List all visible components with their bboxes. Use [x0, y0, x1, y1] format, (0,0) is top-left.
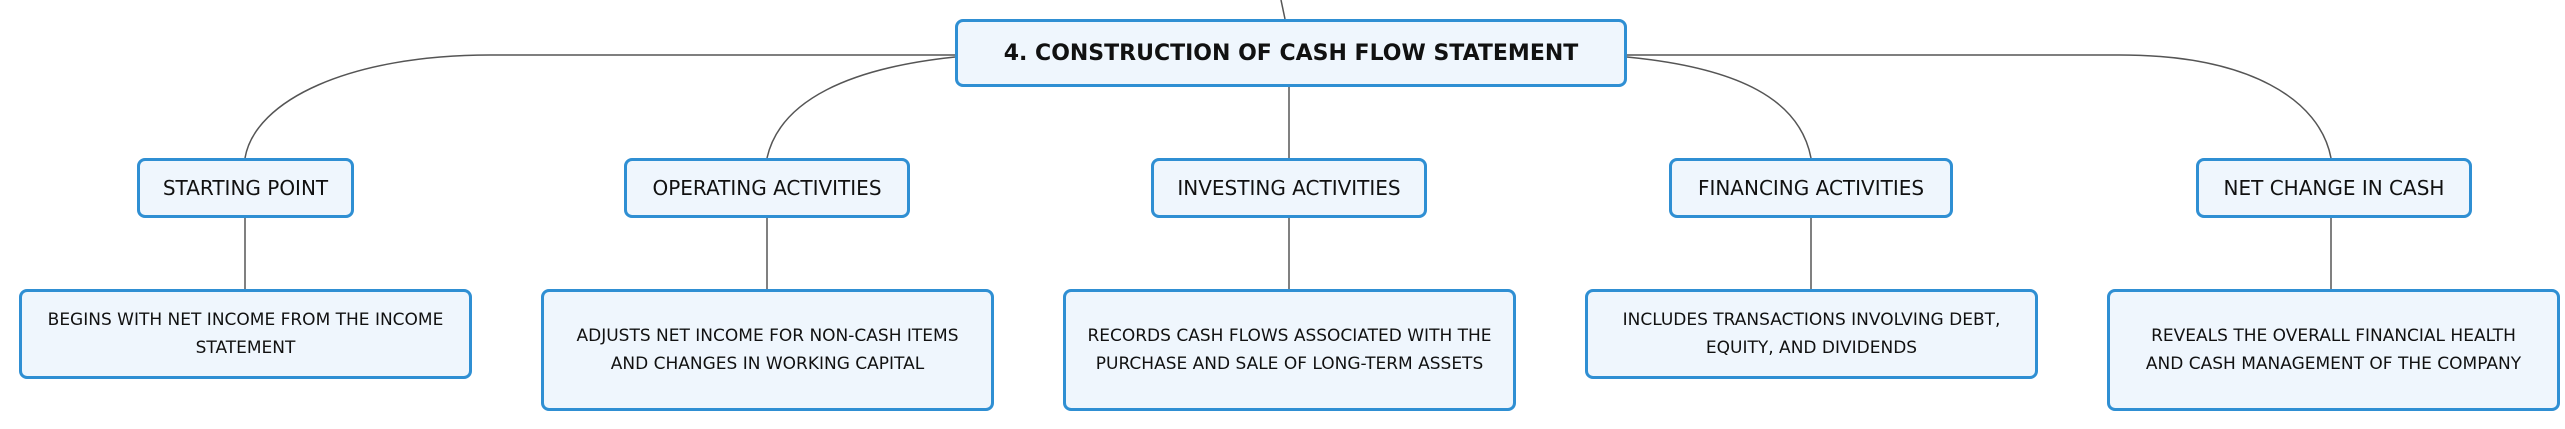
node-net-change-in-cash[interactable]: NET CHANGE IN CASH: [2196, 158, 2472, 218]
desc-starting-point[interactable]: BEGINS WITH NET INCOME FROM THE INCOME S…: [19, 289, 472, 379]
node-operating-activities[interactable]: OPERATING ACTIVITIES: [624, 158, 910, 218]
desc-text: ADJUSTS NET INCOME FOR NON-CASH ITEMS AN…: [576, 326, 959, 374]
node-label: NET CHANGE IN CASH: [2223, 176, 2445, 200]
root-label: 4. CONSTRUCTION OF CASH FLOW STATEMENT: [1003, 40, 1579, 66]
node-label: INVESTING ACTIVITIES: [1177, 176, 1401, 200]
desc-net-change-in-cash[interactable]: REVEALS THE OVERALL FINANCIAL HEALTH AND…: [2107, 289, 2560, 411]
desc-operating-activities[interactable]: ADJUSTS NET INCOME FOR NON-CASH ITEMS AN…: [541, 289, 994, 411]
node-label: STARTING POINT: [162, 176, 329, 200]
node-label: OPERATING ACTIVITIES: [652, 176, 882, 200]
root-node[interactable]: 4. CONSTRUCTION OF CASH FLOW STATEMENT: [955, 19, 1627, 87]
connector-root-financing: [1626, 56, 1812, 159]
node-investing-activities[interactable]: INVESTING ACTIVITIES: [1151, 158, 1427, 218]
connector-root-net-change: [1627, 54, 2332, 159]
connector-root-operating: [766, 56, 956, 159]
node-financing-activities[interactable]: FINANCING ACTIVITIES: [1669, 158, 1953, 218]
desc-text: RECORDS CASH FLOWS ASSOCIATED WITH THE P…: [1087, 326, 1492, 374]
desc-text: REVEALS THE OVERALL FINANCIAL HEALTH AND…: [2145, 326, 2522, 374]
connector-root-starting-point: [244, 54, 955, 159]
desc-investing-activities[interactable]: RECORDS CASH FLOWS ASSOCIATED WITH THE P…: [1063, 289, 1516, 411]
parent-connector: [1280, 0, 1286, 20]
desc-text: INCLUDES TRANSACTIONS INVOLVING DEBT, EQ…: [1622, 310, 2001, 358]
desc-text: BEGINS WITH NET INCOME FROM THE INCOME S…: [47, 310, 444, 358]
node-label: FINANCING ACTIVITIES: [1697, 176, 1925, 200]
node-starting-point[interactable]: STARTING POINT: [137, 158, 354, 218]
desc-financing-activities[interactable]: INCLUDES TRANSACTIONS INVOLVING DEBT, EQ…: [1585, 289, 2038, 379]
